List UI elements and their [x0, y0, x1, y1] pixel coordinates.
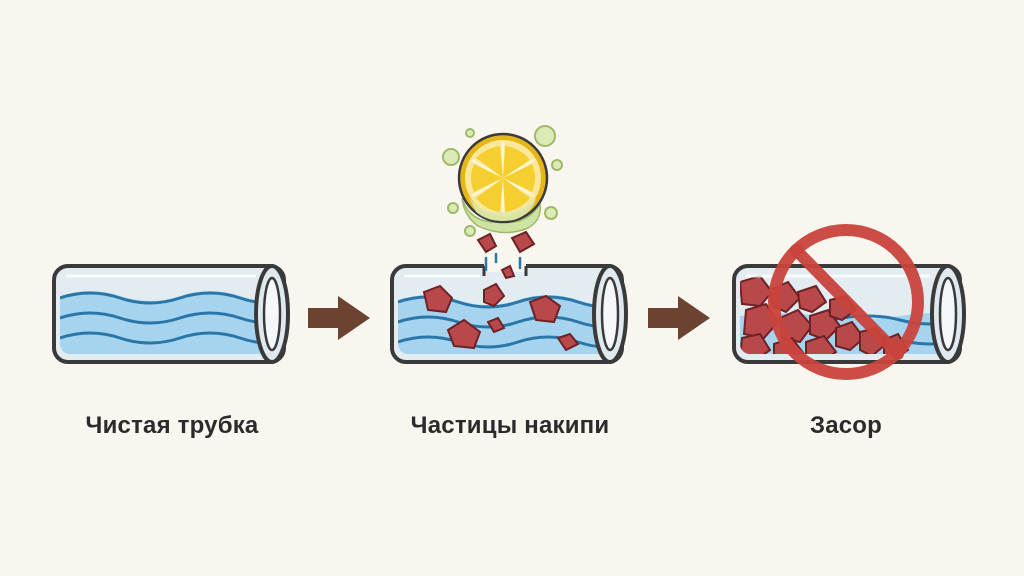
- clean-pipe: [52, 264, 290, 364]
- scale-particle: [486, 316, 506, 334]
- scale-particle: [510, 230, 536, 254]
- scale-particle: [500, 264, 516, 280]
- scale-particle: [556, 332, 580, 352]
- wave: [398, 335, 614, 349]
- scale-pipe: [390, 262, 628, 364]
- lemon-icon: [442, 125, 563, 237]
- arrow-right-icon: [308, 296, 370, 340]
- prohibition-icon: [768, 224, 924, 380]
- scale-particle: [796, 284, 828, 314]
- water: [60, 291, 276, 354]
- wave: [60, 331, 276, 345]
- scale-particle: [446, 318, 482, 350]
- scale-particles: [422, 282, 580, 352]
- step-label-clog: Засор: [809, 412, 883, 439]
- scale-particle: [483, 282, 506, 308]
- step-label-scale-particles: Частицы накипи: [410, 412, 610, 439]
- arrow-right-icon: [648, 296, 710, 340]
- falling-scale: [476, 230, 536, 280]
- scale-particle: [528, 294, 562, 324]
- clogged-pipe: [732, 264, 966, 364]
- scale-particle: [740, 332, 772, 354]
- scale-particle: [835, 320, 866, 352]
- foam-bubbles: [442, 125, 563, 237]
- scale-particle: [805, 334, 838, 354]
- step-label-clean-pipe: Чистая трубка: [85, 412, 259, 439]
- scale-particle: [476, 232, 498, 254]
- scale-particle: [422, 284, 454, 314]
